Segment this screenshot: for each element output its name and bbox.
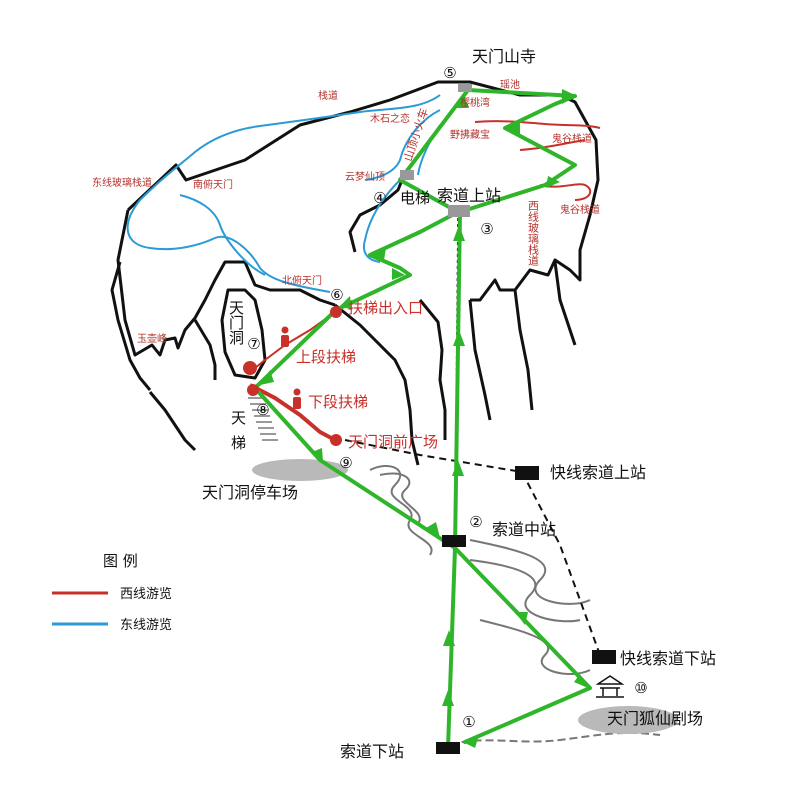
label-upper-escalator: 上段扶梯 <box>296 348 356 366</box>
express-cableway-line <box>344 439 601 656</box>
label-cableway-mid: 索道中站 <box>492 520 556 539</box>
marker-1: ① <box>462 713 475 731</box>
label-escalator-exit: 扶梯出入口 <box>348 299 423 317</box>
temple-icon <box>458 84 472 92</box>
place-labels: 天门山寺 索道上站 电梯 快线索道上站 索道中站 快线索道下站 天门狐仙剧场 索… <box>202 47 716 761</box>
marker-8: ⑧ <box>256 401 269 419</box>
theater-icon <box>595 675 625 698</box>
cave-square-dot <box>330 434 342 446</box>
east-line-route <box>126 94 441 293</box>
label-wood-stone-love: 木石之恋 <box>370 112 410 125</box>
label-cableway-top: 索道上站 <box>437 186 501 205</box>
cableway-mid-station-icon <box>442 535 466 547</box>
marker-2: ② <box>469 513 482 531</box>
label-plank-road: 栈道 <box>318 89 338 102</box>
label-sky-stairs: 天梯 <box>229 410 247 460</box>
label-west-glass-plank: 西线玻璃栈道 <box>527 200 540 266</box>
label-cave-square: 天门洞前广场 <box>348 433 438 451</box>
label-elevator: 电梯 <box>400 189 430 207</box>
route-arrows <box>260 89 588 748</box>
cave-dot <box>243 361 257 375</box>
sky-stairs-icon <box>248 391 278 441</box>
marker-5: ⑤ <box>443 64 456 82</box>
label-ghost-valley-plank: 鬼谷栈道 <box>552 132 592 145</box>
upper-escalator-person-icon <box>281 326 289 334</box>
label-south-overlook: 南俯天门 <box>193 178 233 191</box>
stairs-dot <box>247 384 259 396</box>
cableway-top-station-icon <box>448 205 470 217</box>
label-cableway-bottom: 索道下站 <box>340 742 404 761</box>
marker-6: ⑥ <box>330 286 343 304</box>
label-jade-pot-peak: 玉壶峰 <box>137 332 167 345</box>
label-tianmen-cave: 天门洞 <box>227 300 245 345</box>
label-north-overlook: 北俯天门 <box>282 274 322 287</box>
label-yaochi: 瑶池 <box>500 78 520 91</box>
label-yelan-treasure: 野拂藏宝 <box>450 128 490 141</box>
station-markers <box>400 84 616 754</box>
legend-east-label: 东线游览 <box>120 617 172 633</box>
marker-3: ③ <box>480 220 493 238</box>
label-tianmen-temple: 天门山寺 <box>472 47 536 66</box>
label-yunmeng-peak: 云梦仙顶 <box>345 170 385 183</box>
theater-area <box>578 706 678 734</box>
winding-road <box>369 465 661 746</box>
elevator-icon <box>400 170 414 180</box>
express-bottom-station-icon <box>592 650 616 664</box>
legend: 图 例 西线游览 东线游览 <box>52 552 172 633</box>
label-east-glass-plank: 东线玻璃栈道 <box>92 176 152 189</box>
legend-title: 图 例 <box>103 552 138 570</box>
label-lower-escalator: 下段扶梯 <box>308 393 368 411</box>
label-cave-parking: 天门洞停车场 <box>202 483 298 502</box>
cableway-bottom-station-icon <box>436 742 460 754</box>
marker-7: ⑦ <box>247 335 260 353</box>
express-top-station-icon <box>515 466 539 480</box>
label-express-top: 快线索道上站 <box>550 463 646 482</box>
mountain-outline <box>110 80 600 466</box>
label-express-bottom: 快线索道下站 <box>620 649 716 668</box>
scenic-spot-labels: 栈道 瑶池 樱桃湾 木石之恋 野拂藏宝 鬼谷栈道 云梦仙顶 东线玻璃栈道 南俯天… <box>92 78 600 345</box>
label-ghost-valley-plank2: 鬼谷栈道 <box>560 203 600 216</box>
marker-10: ⑩ <box>634 679 647 697</box>
marker-9: ⑨ <box>339 454 352 472</box>
red-points <box>243 306 342 446</box>
legend-west-label: 西线游览 <box>120 586 172 602</box>
escalator-exit-dot <box>330 306 342 318</box>
label-fox-theater: 天门狐仙剧场 <box>607 709 703 728</box>
numbered-markers: ① ② ③ ④ ⑤ ⑥ ⑦ ⑧ ⑨ ⑩ <box>247 64 647 731</box>
escalator-labels: 扶梯出入口 上段扶梯 下段扶梯 天门洞前广场 <box>296 299 438 451</box>
marker-4: ④ <box>373 189 386 207</box>
label-cherry-bay: 樱桃湾 <box>460 96 490 109</box>
tour-route <box>253 88 592 750</box>
lower-escalator-person-icon <box>293 388 301 396</box>
